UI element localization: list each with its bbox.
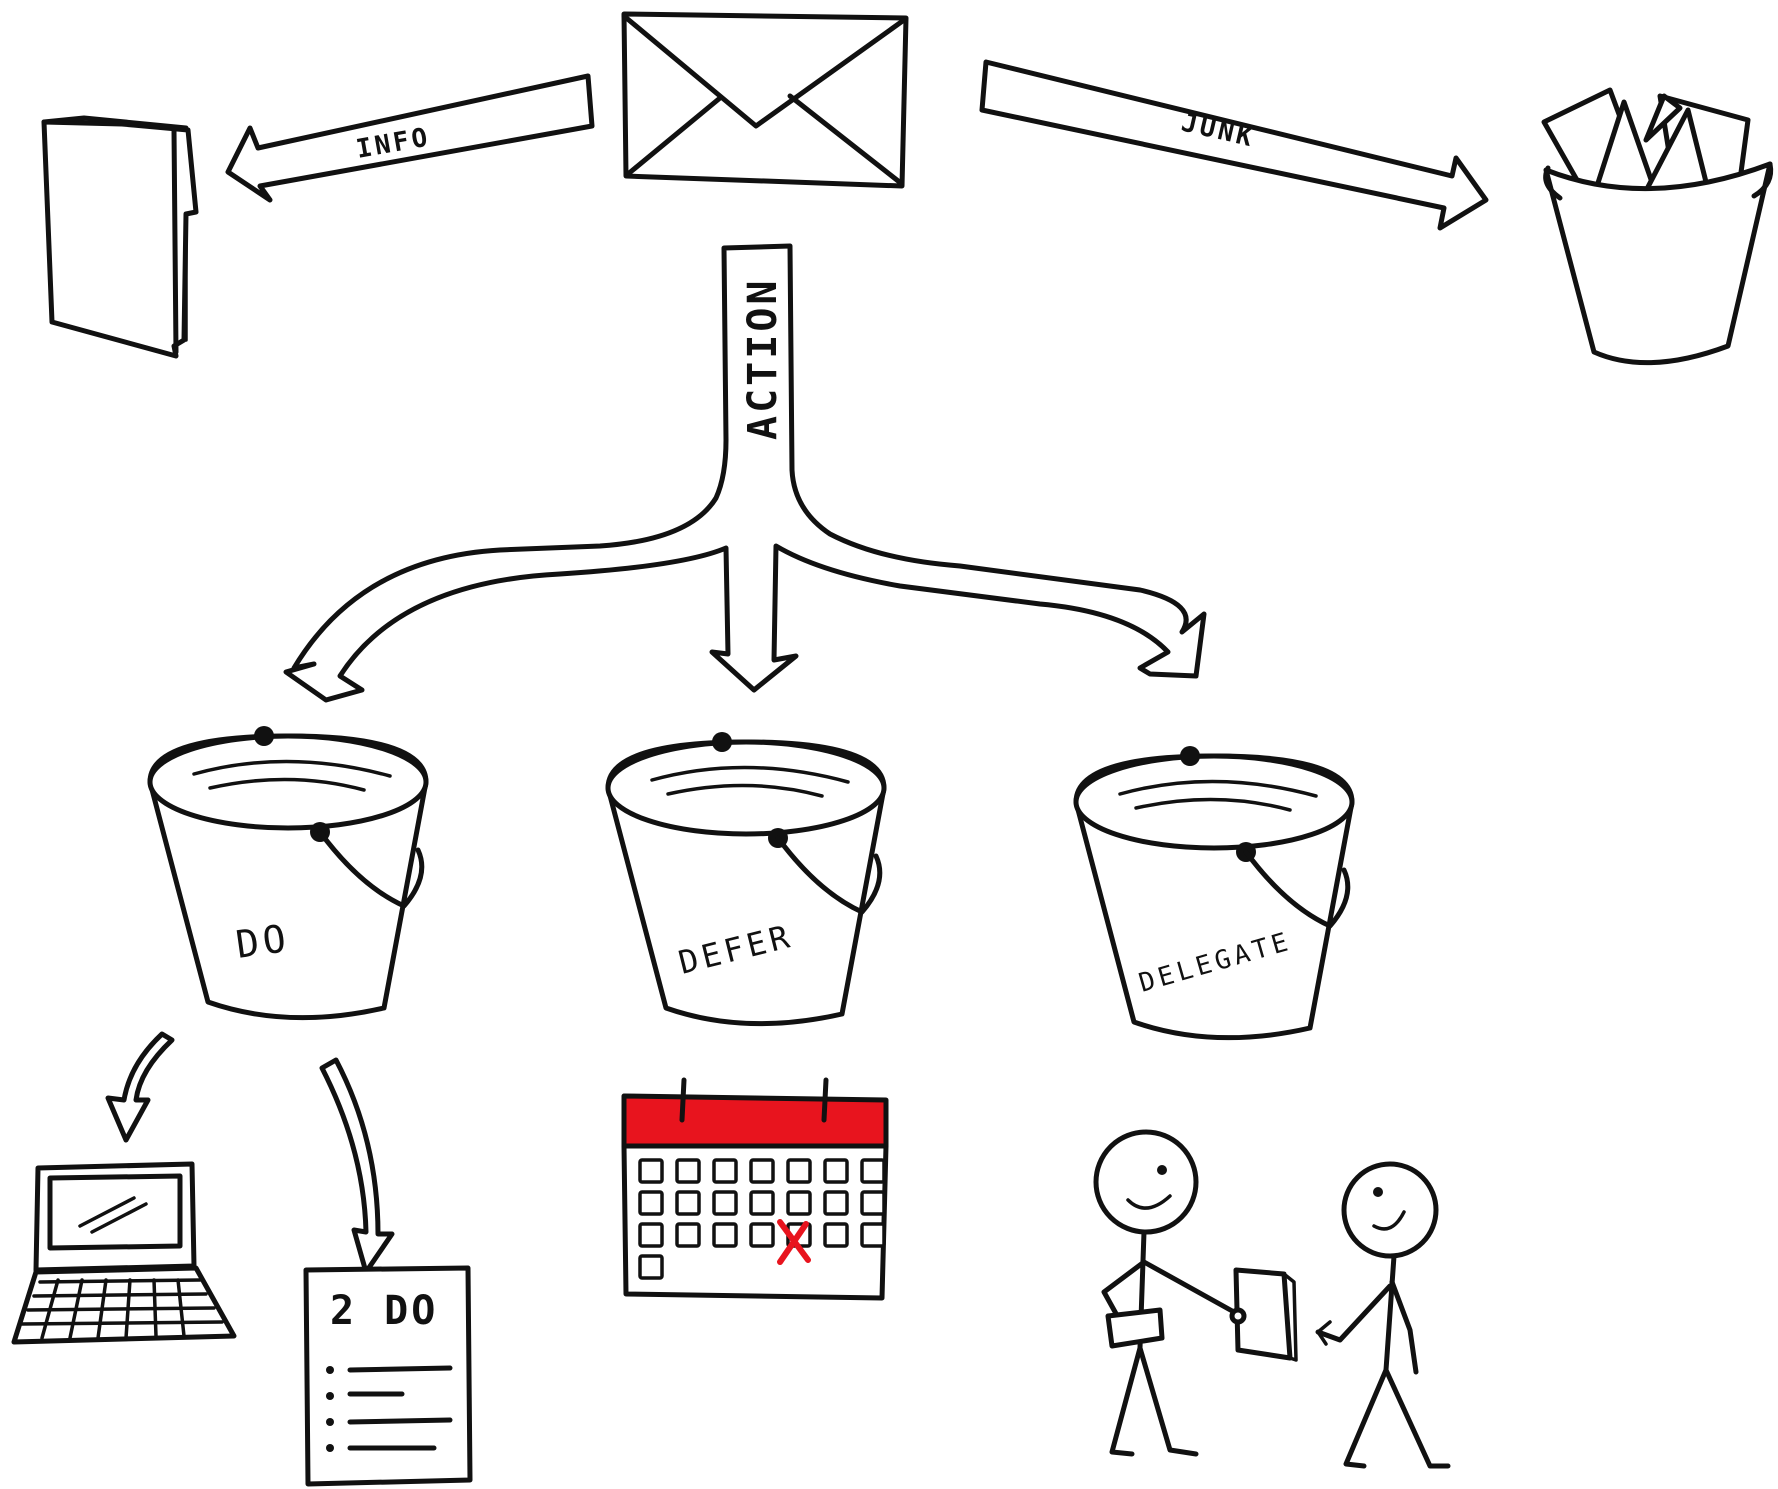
bucket-defer: DEFER [605,732,887,1027]
junk-arrow: JUNK [979,59,1489,231]
calendar-day [749,1222,775,1248]
calendar-day [638,1254,664,1280]
calendar-day [638,1222,664,1248]
waste-bin-icon [1541,87,1774,366]
calendar-day [860,1158,886,1184]
bucket-delegate: DELEGATE [1073,746,1355,1041]
bucket-do-label: DO [233,916,292,967]
folder-icon [41,115,199,359]
calendar-day [675,1222,701,1248]
calendar-day [823,1222,849,1248]
arrow-to-laptop [105,1031,175,1143]
calendar-x-mark [777,1219,811,1265]
calendar-day [749,1190,775,1216]
todo-title: 2 DO [330,1288,438,1334]
calendar-day [638,1190,664,1216]
calendar-day [749,1158,775,1184]
person-left [1093,1129,1237,1457]
laptop-keyboard [20,1278,224,1340]
calendar-day [675,1190,701,1216]
calendar-day [786,1190,812,1216]
calendar-day [860,1190,886,1216]
info-arrow: INFO [225,73,595,203]
calendar-grid [638,1158,886,1280]
laptop-icon [11,1161,237,1345]
calendar-day [712,1190,738,1216]
todo-list-icon: 2 DO [303,1265,473,1487]
handoff-folder-icon [1229,1267,1298,1362]
calendar-day [786,1158,812,1184]
calendar-icon [621,1077,889,1301]
calendar-day [675,1158,701,1184]
bucket-do: DO [147,726,429,1021]
calendar-day [860,1222,886,1248]
calendar-day [712,1222,738,1248]
arrow-to-todo [319,1057,395,1275]
action-arrow-label: ACTION [740,278,786,441]
action-arrow: ACTION [283,243,1207,703]
calendar-day [823,1158,849,1184]
envelope-icon [621,11,909,189]
calendar-day [638,1158,664,1184]
calendar-day [712,1158,738,1184]
delegation-figures [1093,1129,1451,1469]
calendar-day [823,1190,849,1216]
person-right [1315,1161,1451,1469]
